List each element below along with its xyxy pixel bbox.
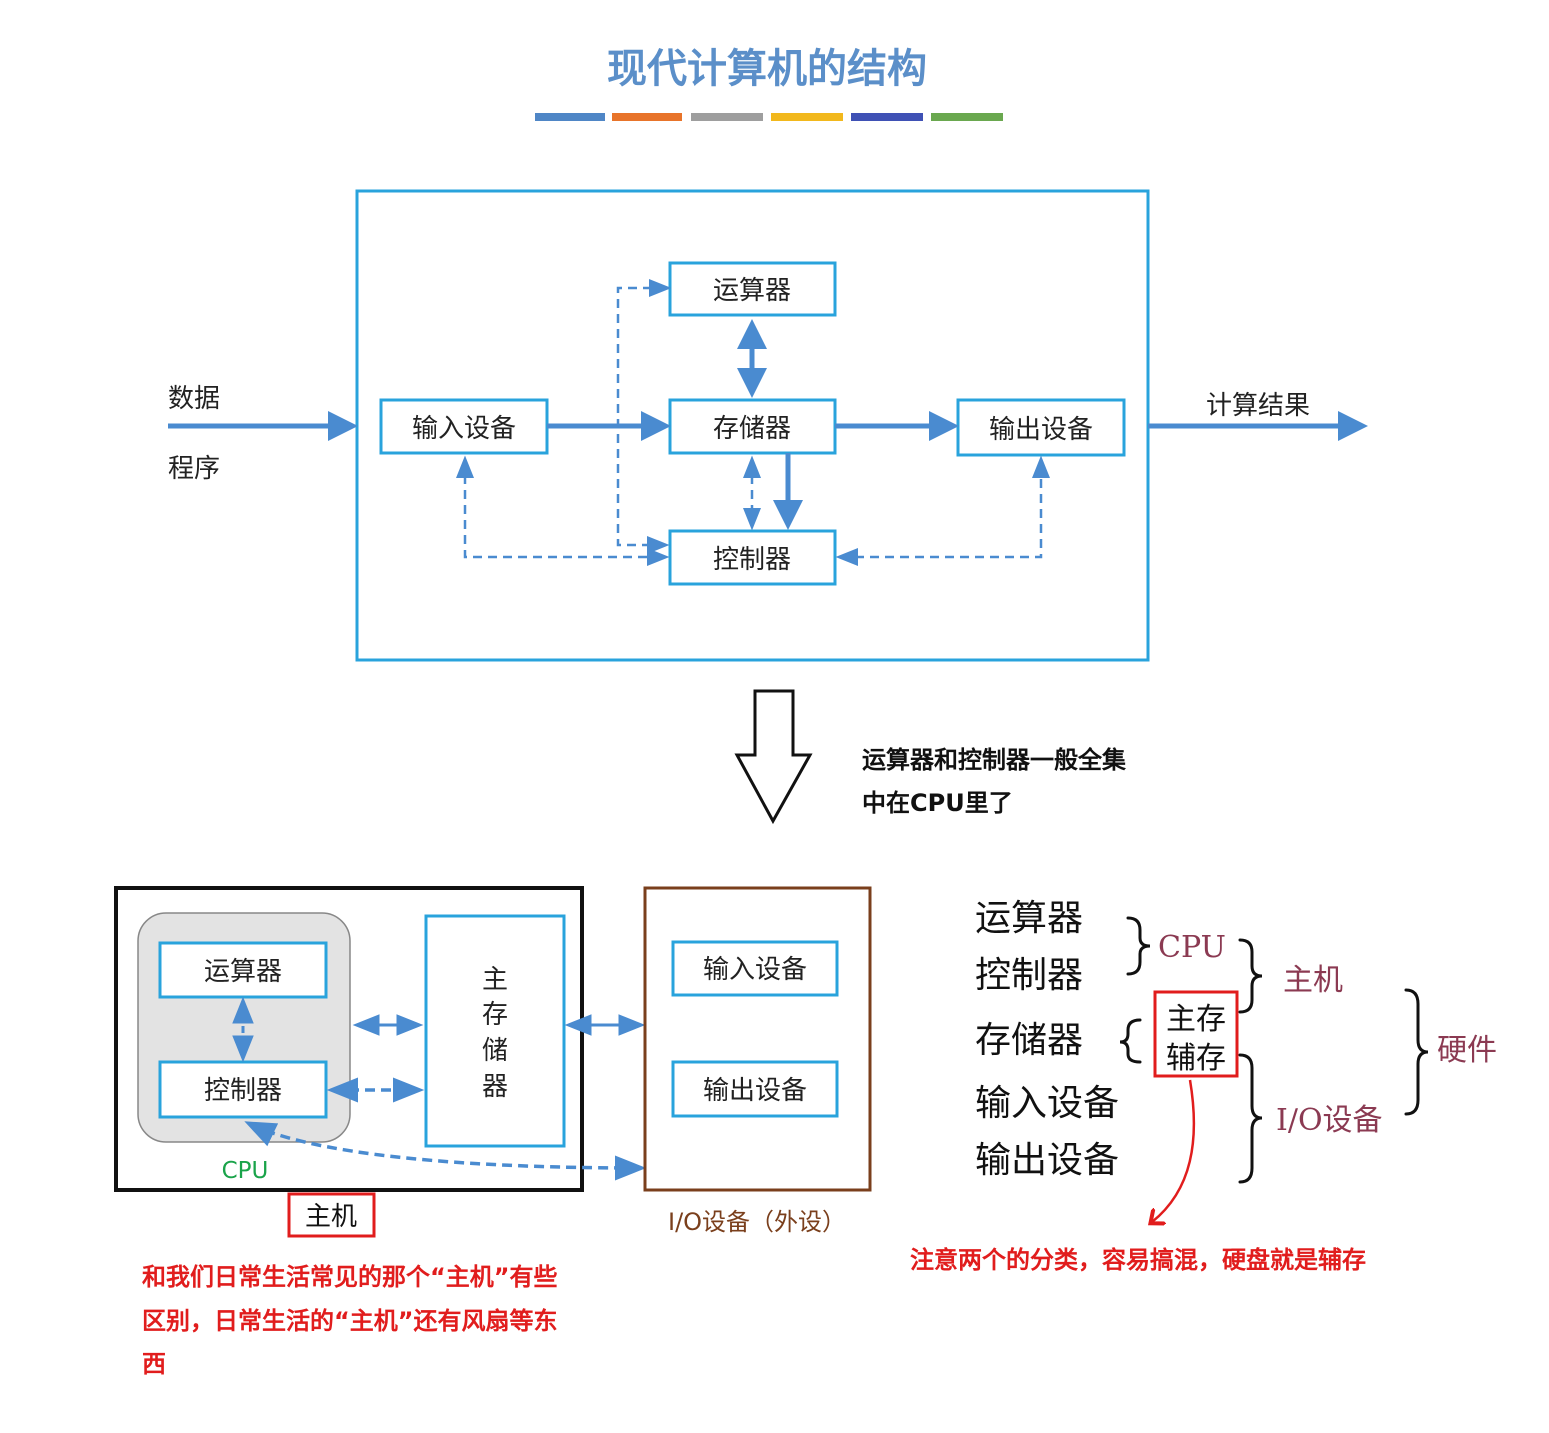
cpu-label: CPU <box>222 1158 269 1184</box>
bottom-box-controller-label: 控制器 <box>204 1076 282 1106</box>
class-host: 主机 <box>1283 963 1343 998</box>
bottom-box-output-device: 输出设备 <box>671 1060 839 1118</box>
page-title: 现代计算机的结构 <box>607 46 927 92</box>
title-color-bar <box>535 113 1003 121</box>
class-aux-storage: 辅存 <box>1166 1041 1226 1076</box>
label-result: 计算结果 <box>1206 391 1310 421</box>
label-data: 数据 <box>168 384 220 414</box>
io-box <box>643 886 872 1192</box>
class-cpu: CPU <box>1158 930 1226 965</box>
box-output-device: 输出设备 <box>956 398 1126 457</box>
box-input-device-label: 输入设备 <box>412 414 516 444</box>
class-io: I/O设备 <box>1276 1103 1383 1138</box>
class-item-alu: 运算器 <box>975 898 1083 939</box>
main-memory-char-3: 储 <box>482 1036 508 1066</box>
main-memory-char-1: 主 <box>482 965 508 995</box>
class-hardware: 硬件 <box>1437 1033 1497 1068</box>
class-item-input-device: 输入设备 <box>975 1083 1119 1124</box>
main-memory-char-2: 存 <box>482 1000 508 1030</box>
bottom-box-input-device: 输入设备 <box>671 940 839 997</box>
label-program: 程序 <box>168 454 220 484</box>
bottom-box-alu: 运算器 <box>158 941 328 999</box>
storage-highlight-box <box>1153 990 1239 1078</box>
box-alu-label: 运算器 <box>713 276 791 306</box>
bottom-box-main-memory: 主 存 储 器 <box>424 914 566 1148</box>
bottom-box-input-device-label: 输入设备 <box>703 955 807 985</box>
dashed-io-controller <box>244 1121 647 1181</box>
note-classification: 注意两个的分类，容易搞混，硬盘就是辅存 <box>910 1246 1366 1274</box>
host-label: 主机 <box>305 1202 357 1232</box>
class-item-memory: 存储器 <box>975 1020 1083 1061</box>
host-label-box <box>287 1192 376 1238</box>
note-host-line3: 西 <box>142 1350 166 1378</box>
main-memory-char-4: 器 <box>482 1072 508 1102</box>
box-input-device: 输入设备 <box>379 398 549 455</box>
box-controller-label: 控制器 <box>713 545 791 575</box>
bottom-box-controller: 控制器 <box>158 1060 328 1119</box>
down-arrow-icon <box>734 689 813 825</box>
host-box <box>114 886 584 1192</box>
box-controller: 控制器 <box>668 529 837 586</box>
note-mid-line1: 运算器和控制器一般全集 <box>862 746 1127 774</box>
bottom-box-alu-label: 运算器 <box>204 957 282 987</box>
bottom-box-output-device-label: 输出设备 <box>703 1076 807 1106</box>
braces <box>1119 916 1429 1184</box>
io-label: I/O设备（外设） <box>668 1208 846 1236</box>
class-main-storage: 主存 <box>1166 1002 1226 1037</box>
dashed-control-lines <box>456 279 1050 566</box>
note-host-line2: 区别，日常生活的“主机”还有风扇等东 <box>142 1307 558 1335</box>
box-memory: 存储器 <box>668 398 837 455</box>
box-alu: 运算器 <box>668 261 837 317</box>
box-output-device-label: 输出设备 <box>989 415 1093 445</box>
red-pointer-arrow <box>1152 1079 1196 1222</box>
class-item-controller: 控制器 <box>975 955 1083 996</box>
box-memory-label: 存储器 <box>713 414 791 444</box>
note-mid-line2: 中在CPU里了 <box>862 789 1013 817</box>
note-host-line1: 和我们日常生活常见的那个“主机”有些 <box>142 1263 558 1291</box>
class-item-output-device: 输出设备 <box>975 1140 1119 1181</box>
